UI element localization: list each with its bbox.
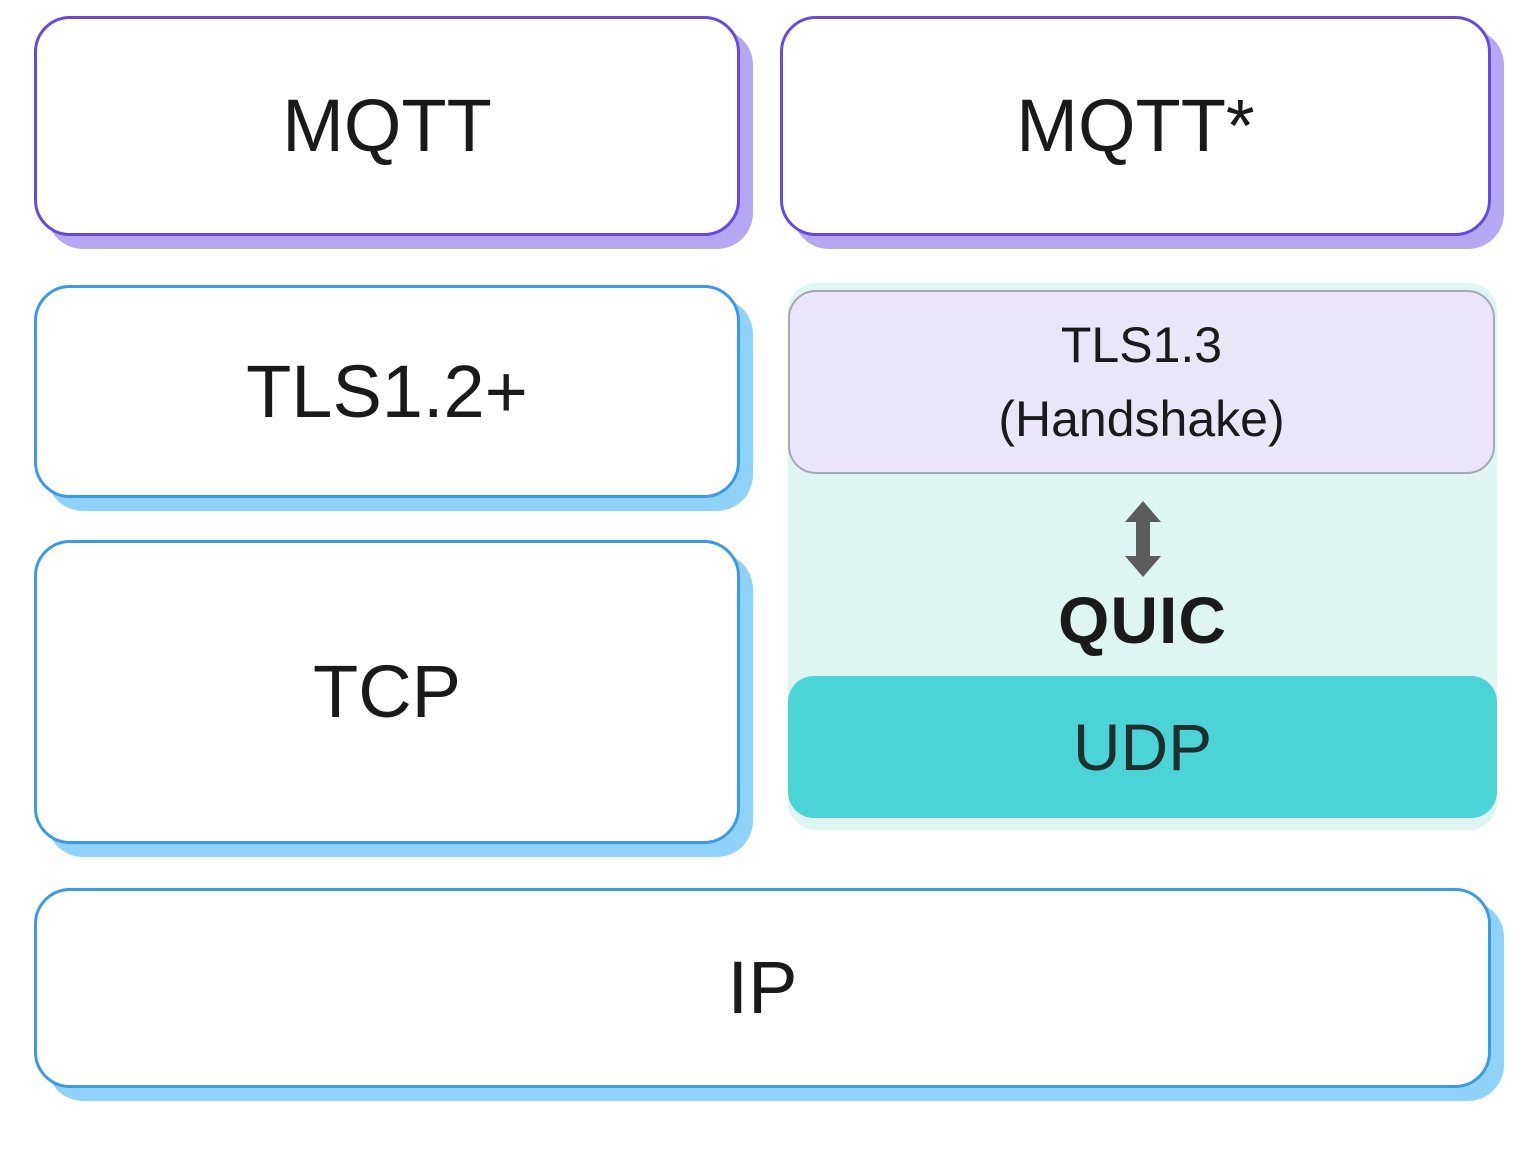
mqtt-star-label: MQTT* <box>1016 84 1255 167</box>
quic-stack-container: TLS1.3 (Handshake) QUIC UDP <box>788 283 1497 830</box>
mqtt-label: MQTT <box>282 84 492 167</box>
udp-label: UDP <box>1072 710 1213 784</box>
tls13-handshake-box: TLS1.3 (Handshake) <box>788 290 1495 474</box>
tcp-box: TCP <box>34 540 740 844</box>
mqtt-star-box: MQTT* <box>780 16 1491 236</box>
bidirectional-arrow-icon <box>788 501 1497 577</box>
ip-box: IP <box>34 888 1491 1088</box>
tcp-label: TCP <box>313 650 461 733</box>
udp-box: UDP <box>788 676 1497 818</box>
quic-label: QUIC <box>1058 583 1227 657</box>
tls13-label-line1: TLS1.3 <box>1060 317 1223 373</box>
tls12-box: TLS1.2+ <box>34 285 740 498</box>
tls13-label-line2: (Handshake) <box>998 391 1285 447</box>
mqtt-box: MQTT <box>34 16 740 236</box>
tls12-label: TLS1.2+ <box>246 349 528 433</box>
ip-label: IP <box>727 946 798 1029</box>
